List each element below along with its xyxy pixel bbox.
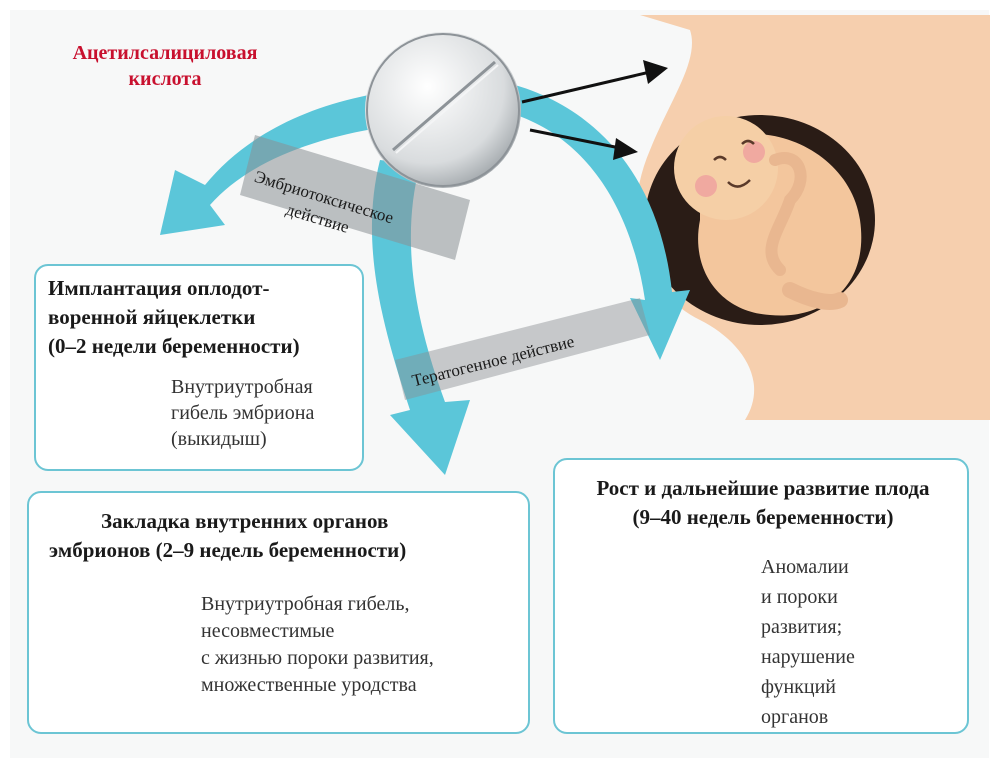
stage3-outcome-line: органов [761, 706, 829, 728]
stage2-outcome-line: с жизнью пороки развития, [201, 647, 434, 669]
stage3-outcome-line: Аномалии [761, 556, 849, 578]
stage3-outcome-line: и пороки [761, 586, 838, 608]
drug-title: Ацетилсалициловая кислота [60, 40, 270, 92]
arrow-to-belly-1 [521, 60, 668, 104]
pill-icon [365, 32, 521, 188]
arrow-to-belly-2 [529, 128, 638, 160]
stage3-outcome-line: нарушение [761, 646, 855, 668]
stage1-title-line: Имплантация оплодот- [48, 276, 270, 300]
stage2-outcome-line: множественные уродства [201, 674, 417, 696]
stage2-outcome-line: несовместимые [201, 620, 335, 642]
stage3-outcome-line: развития; [761, 616, 843, 638]
stage1-outcome-line: гибель эмбриона [171, 402, 315, 424]
stage3-title-line: Рост и дальнейшие развитие плода [596, 476, 930, 500]
stage2-outcome: Внутриутробная гибель, несовместимые с ж… [201, 591, 526, 699]
teratogenic-band [395, 298, 650, 400]
stage3-box: Рост и дальнейшие развитие плода (9–40 н… [553, 458, 969, 734]
stage3-outcome: Аномалии и пороки развития; нарушение фу… [761, 552, 951, 732]
drug-title-line: Ацетилсалициловая [72, 42, 258, 64]
stage1-title-line: (0–2 недели беременности) [48, 334, 300, 358]
stage3-title: Рост и дальнейшие развитие плода (9–40 н… [565, 474, 961, 532]
stage1-outcome: Внутриутробная гибель эмбриона (выкидыш) [171, 374, 356, 452]
pregnant-belly-icon [636, 15, 990, 420]
stage2-title: Закладка внутренних органов эмбрионов (2… [49, 507, 519, 565]
stage1-box: Имплантация оплодот- воренной яйцеклетки… [34, 264, 364, 471]
stage2-title-line: Закладка внутренних органов [101, 509, 389, 533]
arrow-to-stage1 [160, 90, 400, 235]
drug-title-line: кислота [128, 68, 202, 90]
stage1-outcome-line: (выкидыш) [171, 428, 267, 450]
embryotoxic-band [240, 135, 470, 260]
stage3-outcome-line: функций [761, 676, 836, 698]
stage2-box: Закладка внутренних органов эмбрионов (2… [27, 491, 530, 734]
stage2-outcome-line: Внутриутробная гибель, [201, 593, 410, 615]
stage1-title: Имплантация оплодот- воренной яйцеклетки… [48, 274, 358, 361]
stage3-title-line: (9–40 недель беременности) [632, 505, 894, 529]
stage2-title-line: эмбрионов (2–9 недель беременности) [49, 538, 407, 562]
stage1-outcome-line: Внутриутробная [171, 376, 313, 398]
stage1-title-line: воренной яйцеклетки [48, 305, 256, 329]
